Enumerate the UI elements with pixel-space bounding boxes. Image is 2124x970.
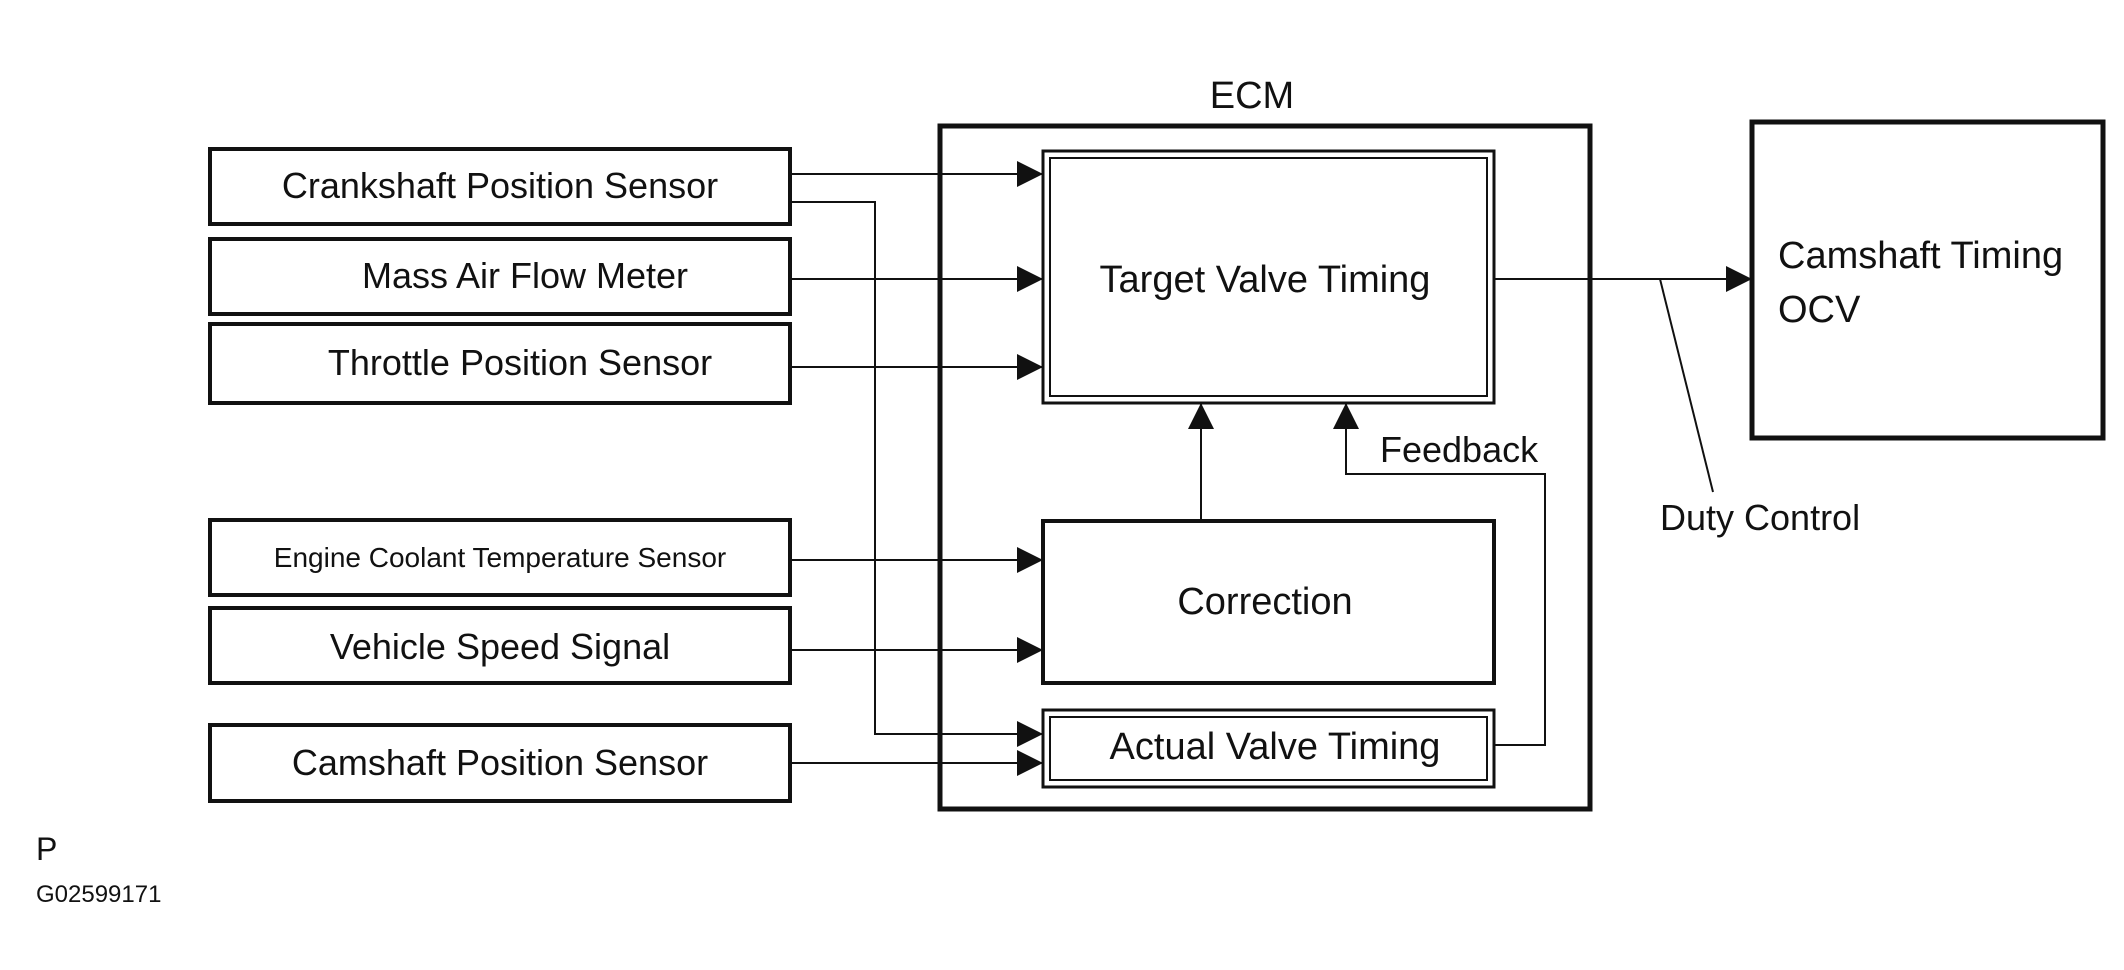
- input-maf-label: Mass Air Flow Meter: [362, 255, 688, 296]
- input-crankshaft-sensor: Crankshaft Position Sensor: [208, 147, 792, 226]
- duty-control-label: Duty Control: [1660, 497, 1860, 538]
- actual-valve-timing-label: Actual Valve Timing: [1110, 726, 1441, 768]
- input-speed-label: Vehicle Speed Signal: [330, 626, 670, 667]
- output-ocv-box: Camshaft Timing OCV: [1749, 119, 2106, 441]
- input-crankshaft-label: Crankshaft Position Sensor: [282, 165, 718, 206]
- target-valve-timing-label: Target Valve Timing: [1100, 259, 1431, 301]
- duty-control-leader: [1659, 278, 1714, 493]
- input-throttle-label: Throttle Position Sensor: [328, 342, 712, 383]
- ecm-title: ECM: [1210, 75, 1294, 117]
- arrow-crankshaft-to-actual: [790, 201, 1043, 747]
- block-actual-valve-timing: Actual Valve Timing: [1041, 708, 1496, 789]
- correction-label: Correction: [1177, 581, 1352, 623]
- input-coolant-label: Engine Coolant Temperature Sensor: [274, 542, 726, 573]
- input-coolant-sensor: Engine Coolant Temperature Sensor: [208, 518, 792, 597]
- input-camshaft-sensor: Camshaft Position Sensor: [208, 723, 792, 803]
- input-throttle-sensor: Throttle Position Sensor: [208, 322, 792, 405]
- corner-letter: P: [36, 831, 57, 867]
- arrow-feedback-to-target: [1333, 403, 1546, 746]
- block-correction: Correction: [1041, 519, 1496, 685]
- figure-code: G02599171: [36, 881, 161, 908]
- ocv-label-line2: OCV: [1778, 289, 1861, 331]
- input-mass-air-flow-meter: Mass Air Flow Meter: [208, 237, 792, 316]
- ecm-box: [937, 123, 1593, 812]
- ocv-label-line1: Camshaft Timing: [1778, 235, 2063, 277]
- input-camshaft-label: Camshaft Position Sensor: [292, 742, 708, 783]
- feedback-label: Feedback: [1380, 429, 1539, 470]
- block-target-valve-timing: Target Valve Timing: [1041, 149, 1496, 405]
- input-vehicle-speed-signal: Vehicle Speed Signal: [208, 606, 792, 685]
- connector-lines: [790, 161, 1752, 776]
